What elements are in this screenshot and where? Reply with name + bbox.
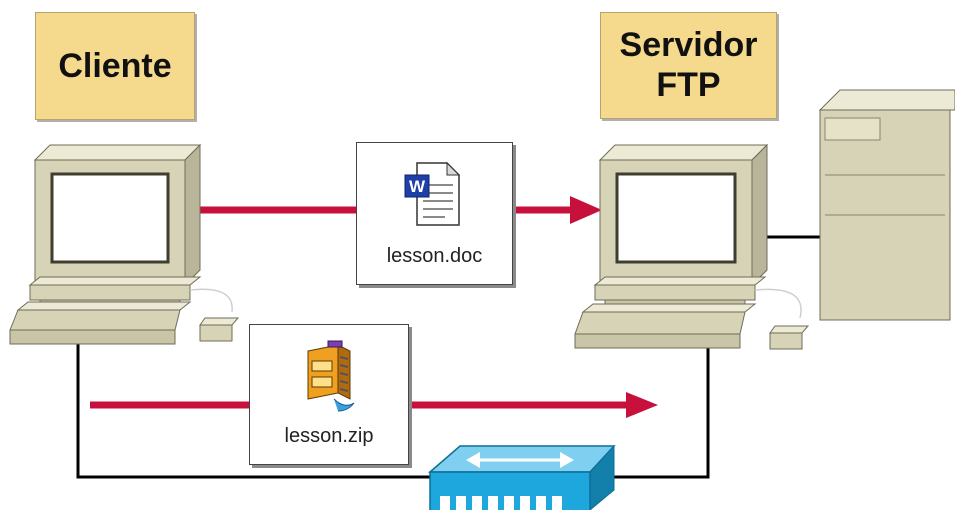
- server-computer: [574, 143, 810, 350]
- server-label-line1: Servidor: [619, 26, 758, 65]
- switch-ports: [440, 496, 562, 510]
- zip-transfer-arrow: [90, 392, 658, 418]
- server-label-line2: FTP: [656, 65, 721, 104]
- client-label-text: Cliente: [58, 46, 172, 85]
- zip-file-name: lesson.zip: [284, 425, 374, 447]
- word-document-icon: W: [404, 161, 461, 226]
- winzip-archive-icon: [307, 340, 355, 412]
- server-cable: [600, 345, 710, 479]
- network-switch: [427, 444, 616, 510]
- client-computer: [9, 143, 240, 345]
- server-tower: [818, 89, 955, 321]
- client-cable: [76, 330, 440, 479]
- doc-transfer-arrow: [200, 196, 602, 224]
- doc-file-name: lesson.doc: [386, 245, 483, 267]
- server-label: Servidor FTP: [600, 12, 777, 119]
- svg-text:W: W: [409, 177, 426, 196]
- client-label: Cliente: [35, 12, 195, 120]
- zip-file-card: lesson.zip: [249, 324, 409, 465]
- network-cables: [76, 235, 820, 479]
- doc-file-card: W lesson.doc: [356, 142, 513, 285]
